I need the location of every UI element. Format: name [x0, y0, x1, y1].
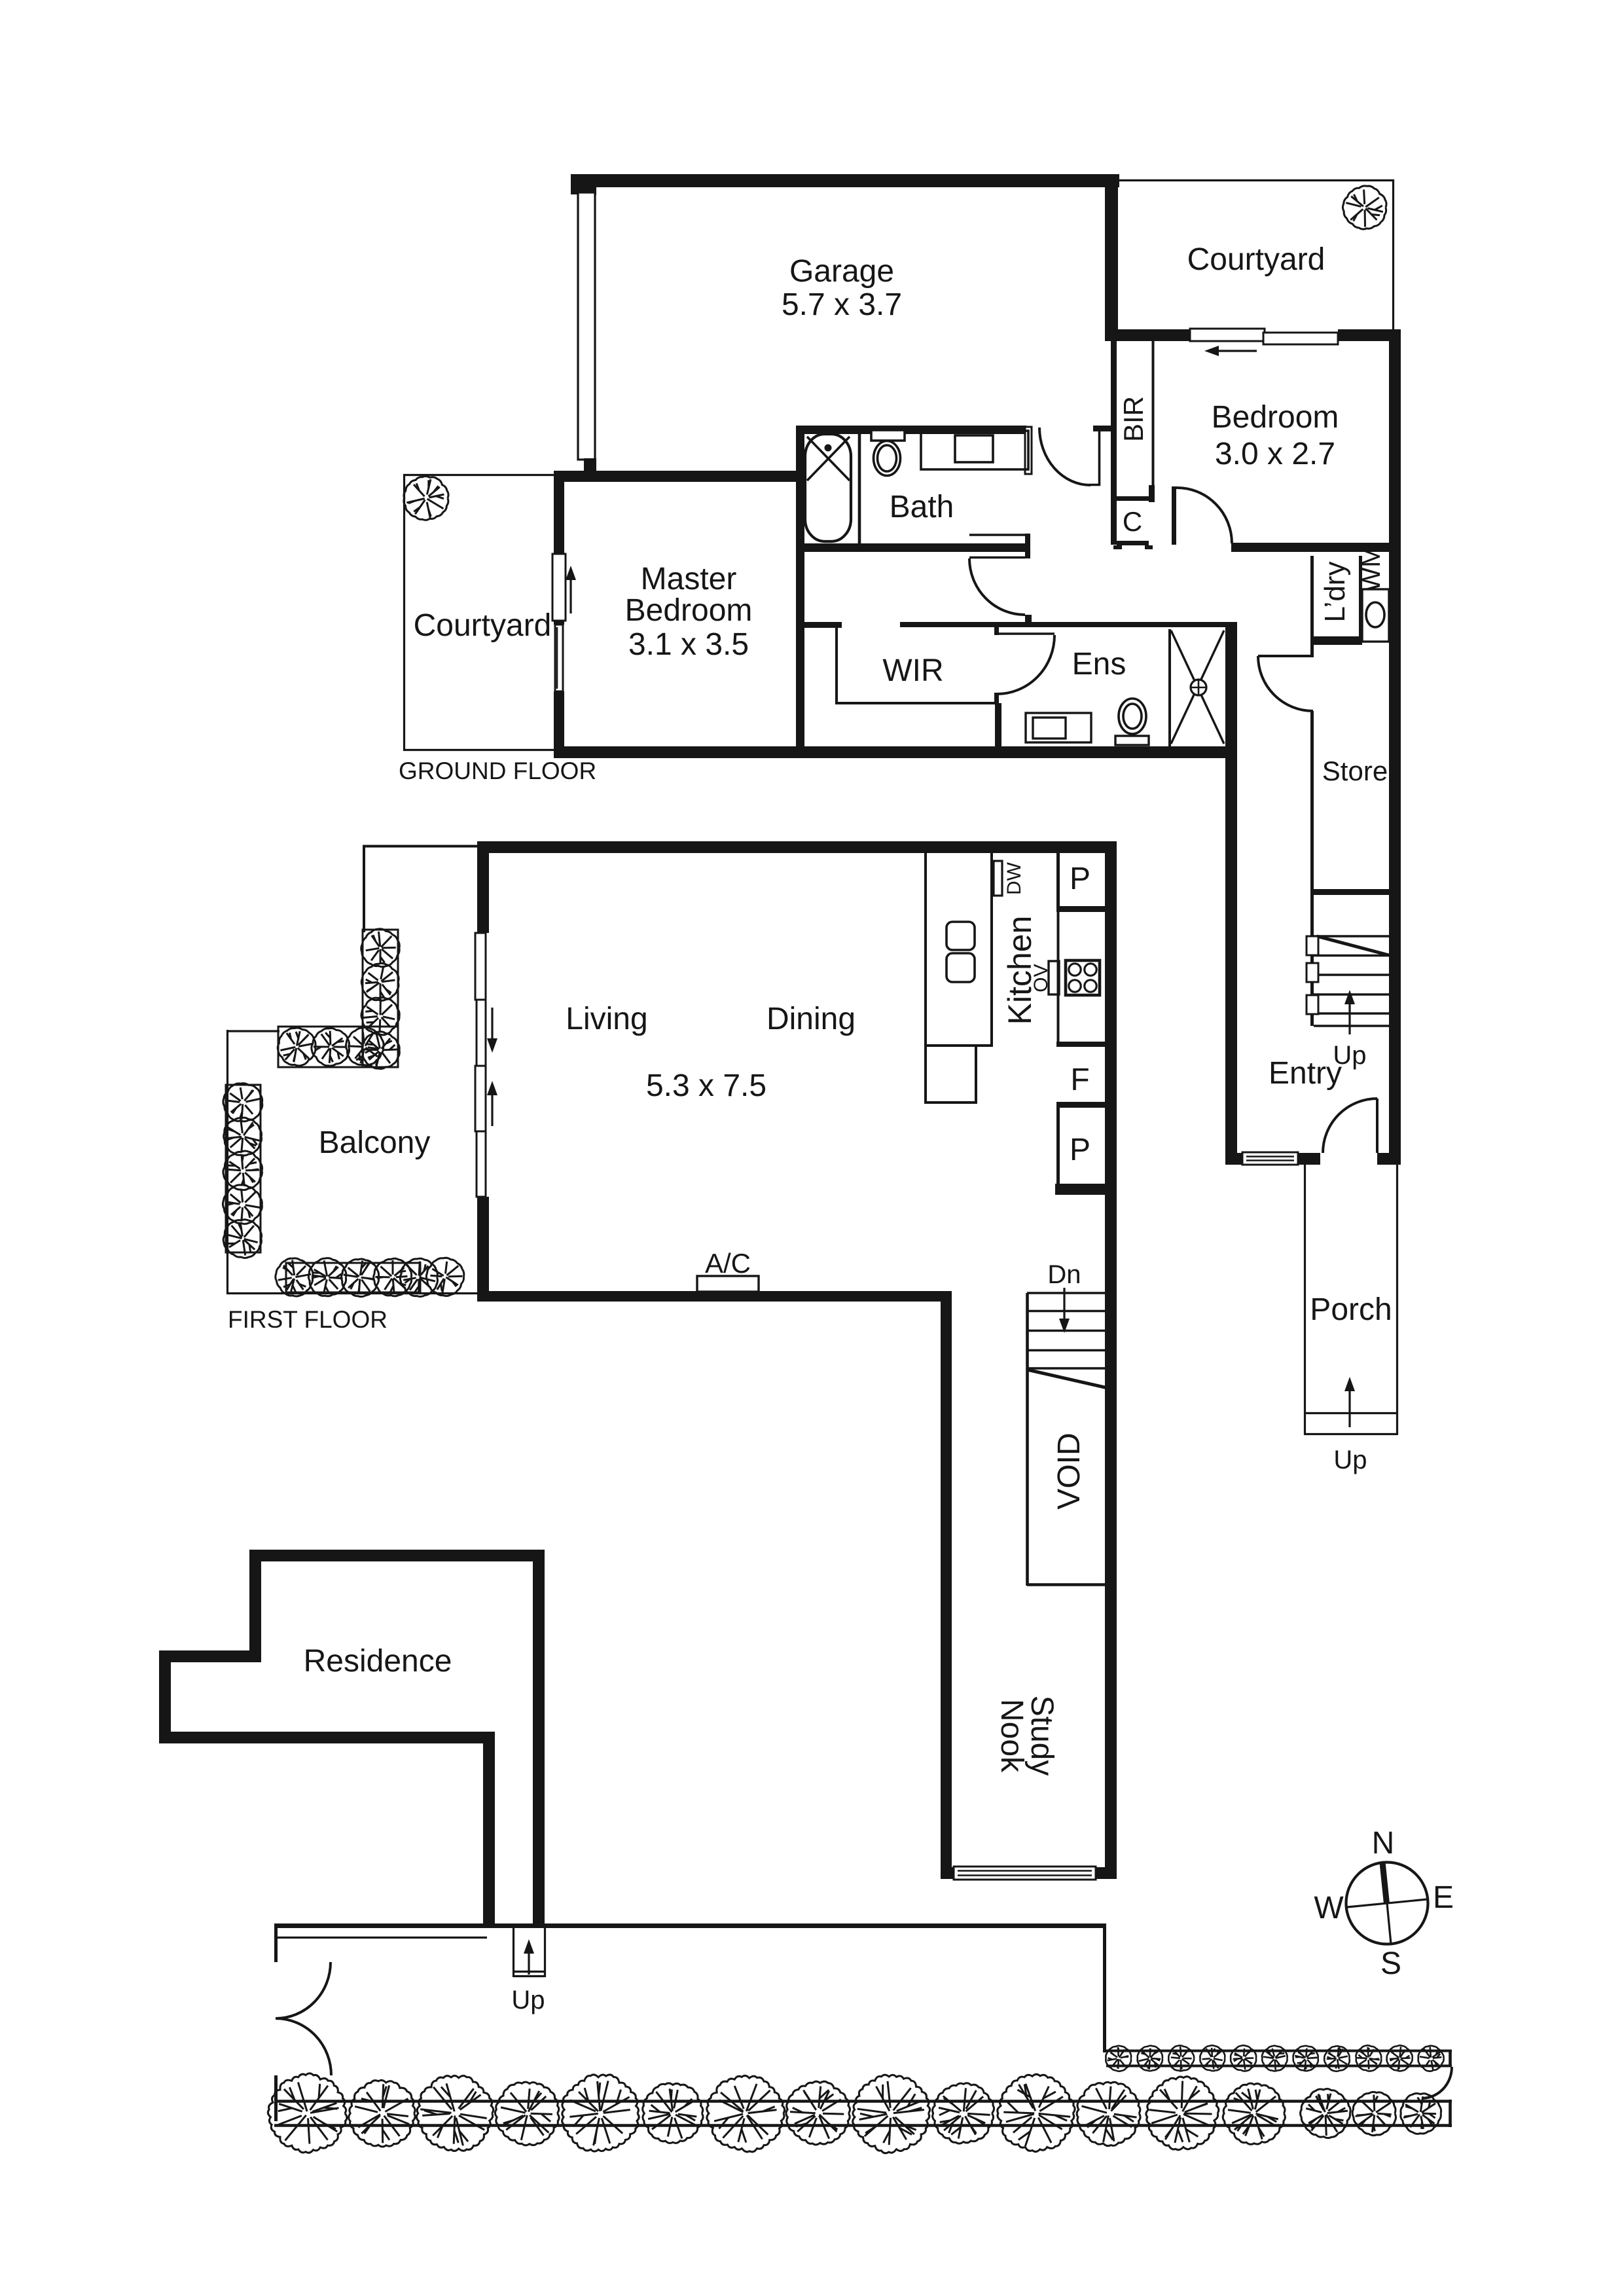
- svg-text:Residence: Residence: [304, 1644, 452, 1679]
- svg-text:Study: Study: [1024, 1696, 1059, 1776]
- svg-text:Bedroom: Bedroom: [1212, 400, 1339, 435]
- svg-text:Store: Store: [1322, 756, 1388, 786]
- svg-text:DW: DW: [1003, 862, 1025, 895]
- svg-text:E: E: [1433, 1880, 1454, 1915]
- svg-text:Garage: Garage: [789, 254, 894, 289]
- svg-text:GROUND FLOOR: GROUND FLOOR: [399, 757, 596, 784]
- svg-text:P: P: [1070, 862, 1090, 896]
- svg-text:S: S: [1380, 1946, 1401, 1981]
- svg-text:Up: Up: [1333, 1446, 1367, 1474]
- svg-text:Kitchen: Kitchen: [1001, 916, 1038, 1025]
- svg-text:L’dry: L’dry: [1319, 562, 1351, 623]
- svg-text:VOID: VOID: [1052, 1432, 1087, 1509]
- svg-text:3.0 x 2.7: 3.0 x 2.7: [1215, 437, 1335, 471]
- svg-text:FIRST FLOOR: FIRST FLOOR: [228, 1306, 387, 1333]
- svg-text:Bedroom: Bedroom: [625, 593, 753, 628]
- svg-text:Master: Master: [641, 562, 737, 596]
- svg-text:OV: OV: [1030, 964, 1052, 992]
- svg-text:BIR: BIR: [1118, 396, 1149, 442]
- svg-text:F: F: [1070, 1063, 1089, 1097]
- svg-text:Bath: Bath: [890, 490, 954, 524]
- svg-text:WM: WM: [1357, 545, 1386, 592]
- svg-text:Nook: Nook: [994, 1699, 1029, 1773]
- svg-text:5.7 x 3.7: 5.7 x 3.7: [782, 287, 902, 322]
- svg-text:Up: Up: [511, 1986, 545, 2014]
- svg-text:WIR: WIR: [882, 653, 943, 688]
- svg-text:Entry: Entry: [1269, 1056, 1342, 1091]
- svg-text:W: W: [1314, 1891, 1344, 1925]
- svg-text:Dn: Dn: [1047, 1260, 1081, 1289]
- svg-text:Ens: Ens: [1072, 647, 1126, 682]
- svg-text:Dining: Dining: [766, 1002, 856, 1036]
- svg-text:Courtyard: Courtyard: [1187, 242, 1325, 277]
- svg-text:P: P: [1070, 1133, 1090, 1167]
- svg-text:Up: Up: [1333, 1041, 1366, 1070]
- svg-text:Living: Living: [566, 1002, 647, 1036]
- svg-text:N: N: [1372, 1826, 1395, 1861]
- svg-text:5.3 x 7.5: 5.3 x 7.5: [646, 1068, 766, 1103]
- svg-text:Porch: Porch: [1310, 1292, 1392, 1327]
- svg-text:C: C: [1123, 506, 1142, 537]
- svg-text:Courtyard: Courtyard: [414, 608, 552, 643]
- svg-text:A/C: A/C: [705, 1248, 751, 1279]
- svg-text:Balcony: Balcony: [319, 1125, 431, 1160]
- svg-text:3.1 x 3.5: 3.1 x 3.5: [628, 627, 749, 662]
